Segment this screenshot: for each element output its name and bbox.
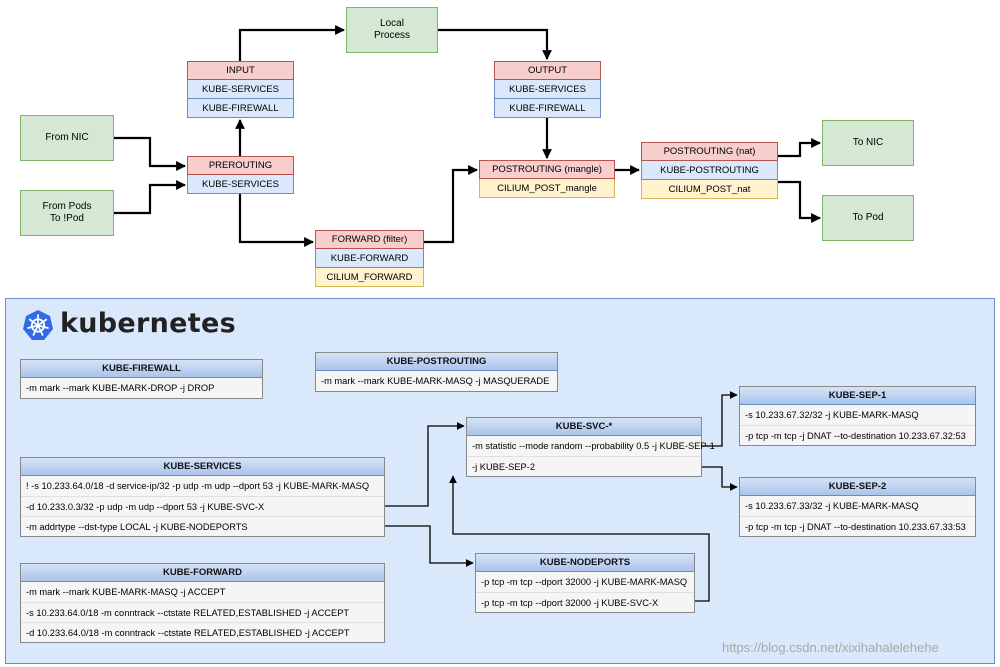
table-title: KUBE-POSTROUTING xyxy=(316,353,557,371)
kube-firewall-table: KUBE-FIREWALL -m mark --mark KUBE-MARK-D… xyxy=(20,359,263,399)
input-chain-kube-services: KUBE-SERVICES xyxy=(187,80,294,99)
postrouting-nat-title: POSTROUTING (nat) xyxy=(641,142,778,161)
forward-chain: FORWARD (filter) KUBE-FORWARD CILIUM_FOR… xyxy=(315,230,424,287)
arrow-from-pods-to-prerouting xyxy=(114,180,186,215)
kube-sep-2-table: KUBE-SEP-2 -s 10.233.67.33/32 -j KUBE-MA… xyxy=(739,477,976,537)
input-chain-title: INPUT xyxy=(187,61,294,80)
table-row: -m mark --mark KUBE-MARK-DROP -j DROP xyxy=(21,378,262,398)
postrouting-nat-cilium: CILIUM_POST_nat xyxy=(641,180,778,199)
table-title: KUBE-NODEPORTS xyxy=(476,554,694,572)
table-row: -d 10.233.0.3/32 -p udp -m udp --dport 5… xyxy=(21,496,384,516)
table-row: -m statistic --mode random --probability… xyxy=(467,436,715,456)
from-nic-node: From NIC xyxy=(20,115,114,161)
table-row: -j KUBE-SEP-2 xyxy=(467,456,701,476)
table-row: -m mark --mark KUBE-MARK-MASQ -j MASQUER… xyxy=(316,371,557,391)
postrouting-mangle-title: POSTROUTING (mangle) xyxy=(479,160,615,179)
kube-sep-1-table: KUBE-SEP-1 -s 10.233.67.32/32 -j KUBE-MA… xyxy=(739,386,976,446)
forward-chain-title: FORWARD (filter) xyxy=(315,230,424,249)
table-row: -p tcp -m tcp --dport 32000 -j KUBE-SVC-… xyxy=(476,592,694,612)
kube-forward-table: KUBE-FORWARD -m mark --mark KUBE-MARK-MA… xyxy=(20,563,385,643)
kubernetes-logo-icon xyxy=(23,310,53,340)
table-title: KUBE-SVC-* xyxy=(467,418,701,436)
kube-svc-table: KUBE-SVC-* -m statistic --mode random --… xyxy=(466,417,715,477)
from-pods-node: From Pods To !Pod xyxy=(20,190,114,236)
output-chain-kube-services: KUBE-SERVICES xyxy=(494,80,601,99)
table-title: KUBE-SEP-2 xyxy=(740,478,975,496)
prerouting-chain-title: PREROUTING xyxy=(187,156,294,175)
table-row: -p tcp -m tcp -j DNAT --to-destination 1… xyxy=(740,425,975,445)
postrouting-mangle-chain: POSTROUTING (mangle) CILIUM_POST_mangle xyxy=(479,160,615,198)
table-row: -m addrtype --dst-type LOCAL -j KUBE-NOD… xyxy=(21,516,384,536)
arrow-nat-to-pod xyxy=(778,180,821,223)
forward-chain-kube-forward: KUBE-FORWARD xyxy=(315,249,424,268)
output-chain: OUTPUT KUBE-SERVICES KUBE-FIREWALL xyxy=(494,61,601,118)
table-row: -p tcp -m tcp -j DNAT --to-destination 1… xyxy=(740,516,975,536)
postrouting-nat-kube-postrouting: KUBE-POSTROUTING xyxy=(641,161,778,180)
table-title: KUBE-SERVICES xyxy=(21,458,384,476)
postrouting-mangle-cilium: CILIUM_POST_mangle xyxy=(479,179,615,198)
table-title: KUBE-FIREWALL xyxy=(21,360,262,378)
kube-services-table: KUBE-SERVICES ! -s 10.233.64.0/18 -d ser… xyxy=(20,457,385,537)
to-nic-node: To NIC xyxy=(822,120,914,166)
table-row: -s 10.233.64.0/18 -m conntrack --ctstate… xyxy=(21,602,384,622)
arrow-forward-to-postrouting-mangle xyxy=(424,165,478,244)
watermark-url: https://blog.csdn.net/xixihahalelehehe xyxy=(722,640,939,655)
kubernetes-wordmark: kubernetes xyxy=(60,308,236,339)
input-chain: INPUT KUBE-SERVICES KUBE-FIREWALL xyxy=(187,61,294,118)
to-pod-node: To Pod xyxy=(822,195,914,241)
table-row: -s 10.233.67.33/32 -j KUBE-MARK-MASQ xyxy=(740,496,975,516)
table-row: -m mark --mark KUBE-MARK-MASQ -j ACCEPT xyxy=(21,582,384,602)
arrow-nat-to-nic xyxy=(778,138,821,158)
table-row: -s 10.233.67.32/32 -j KUBE-MARK-MASQ xyxy=(740,405,975,425)
output-chain-kube-firewall: KUBE-FIREWALL xyxy=(494,99,601,118)
table-row: ! -s 10.233.64.0/18 -d service-ip/32 -p … xyxy=(21,476,384,496)
prerouting-chain-kube-services: KUBE-SERVICES xyxy=(187,175,294,194)
postrouting-nat-chain: POSTROUTING (nat) KUBE-POSTROUTING CILIU… xyxy=(641,142,778,199)
table-title: KUBE-FORWARD xyxy=(21,564,384,582)
table-row: -d 10.233.64.0/18 -m conntrack --ctstate… xyxy=(21,622,384,642)
arrow-input-to-local-process xyxy=(238,25,345,61)
local-process-node: Local Process xyxy=(346,7,438,53)
table-row: -p tcp -m tcp --dport 32000 -j KUBE-MARK… xyxy=(476,572,694,592)
table-title: KUBE-SEP-1 xyxy=(740,387,975,405)
kube-postrouting-table: KUBE-POSTROUTING -m mark --mark KUBE-MAR… xyxy=(315,352,558,392)
arrow-local-process-to-output xyxy=(438,28,552,60)
output-chain-title: OUTPUT xyxy=(494,61,601,80)
input-chain-kube-firewall: KUBE-FIREWALL xyxy=(187,99,294,118)
arrow-prerouting-to-forward xyxy=(238,194,314,247)
forward-chain-cilium-forward: CILIUM_FORWARD xyxy=(315,268,424,287)
prerouting-chain: PREROUTING KUBE-SERVICES xyxy=(187,156,294,194)
kube-nodeports-table: KUBE-NODEPORTS -p tcp -m tcp --dport 320… xyxy=(475,553,695,613)
arrow-from-nic-to-prerouting xyxy=(114,136,186,171)
